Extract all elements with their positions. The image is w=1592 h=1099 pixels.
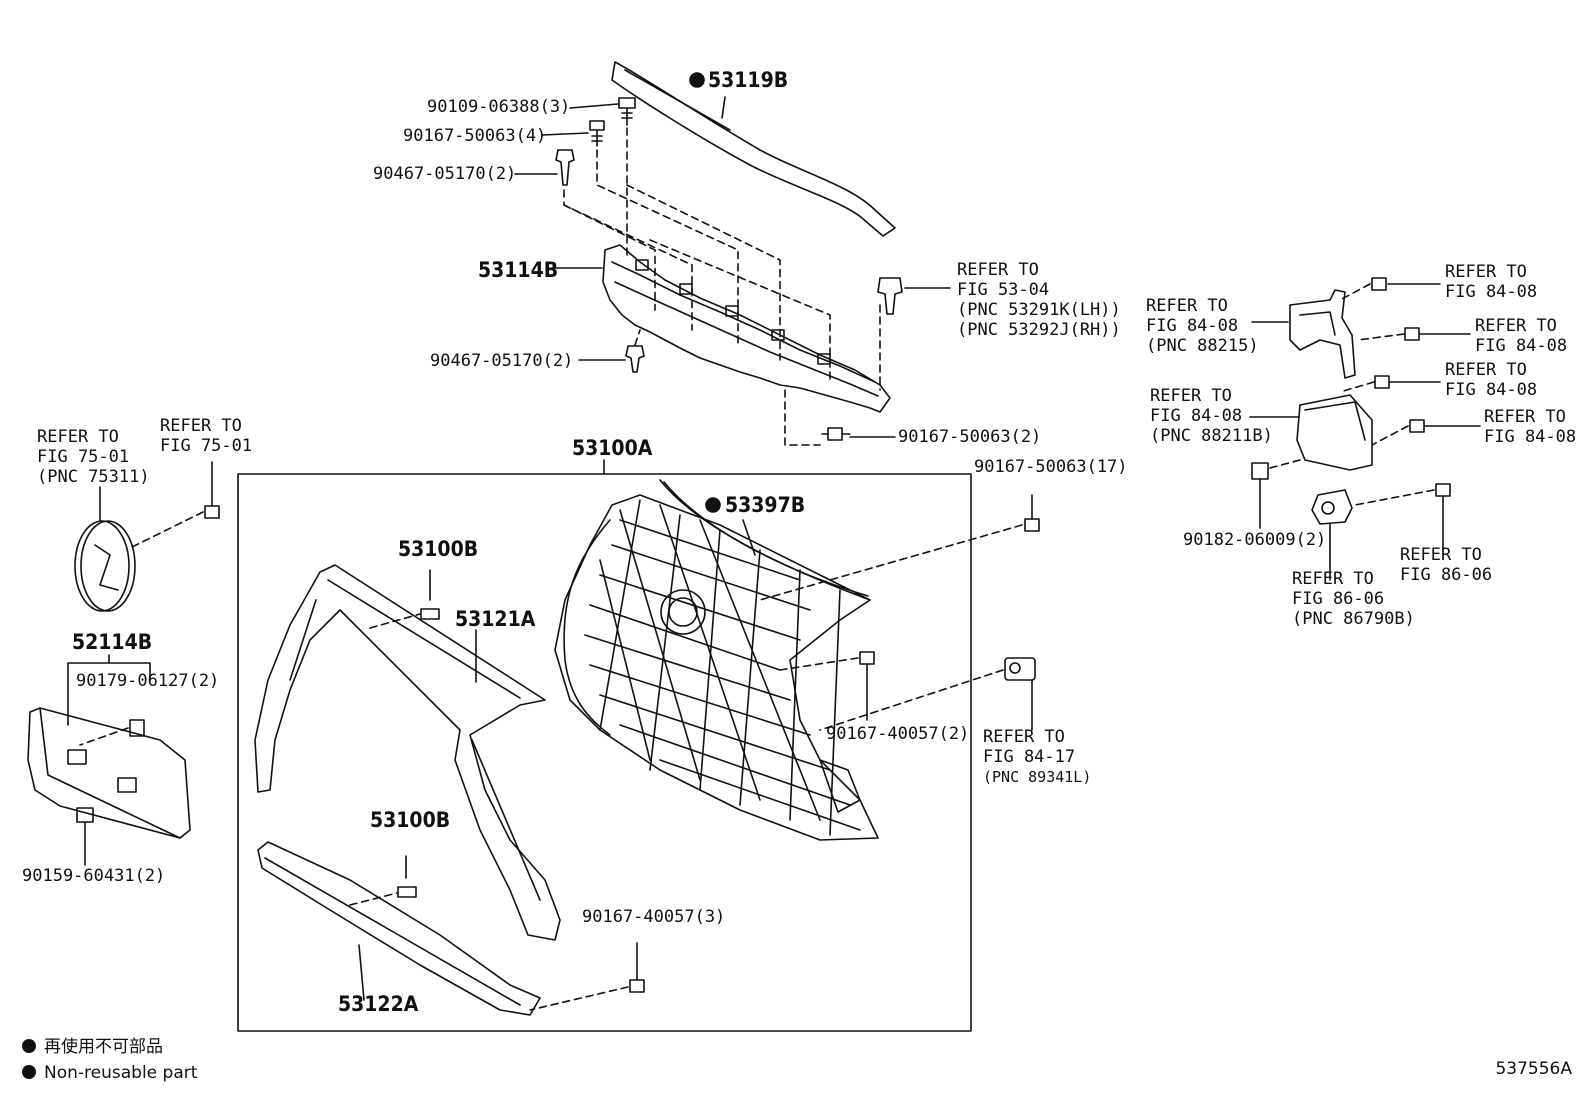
label-53100b-bottom: 53100B: [370, 808, 451, 832]
clip-90467-bottom: [625, 345, 645, 373]
ref-fig-84-08-a: REFER TO FIG 84-08: [1445, 262, 1538, 302]
label-52114b: 52114B: [72, 630, 153, 654]
ref-fig-84-08-sensor: REFER TO FIG 84-08 (PNC 88211B): [1150, 386, 1273, 446]
ref-fig-84-08-d: REFER TO FIG 84-08: [1484, 407, 1577, 447]
ref-fig-84-08-c: REFER TO FIG 84-08: [1445, 360, 1538, 400]
ref-fig-84-17: REFER TO FIG 84-17 (PNC 89341L): [983, 727, 1092, 786]
bolt-90109: [618, 97, 636, 126]
seal-strip-53119b: [611, 61, 896, 237]
label-90167-40057-3: 90167-40057(3): [582, 907, 726, 927]
ref-fig-84-08-bracket: REFER TO FIG 84-08 (PNC 88215): [1146, 296, 1259, 356]
legend-dot-icon: [22, 1065, 36, 1079]
ref-fig-86-06-camera: REFER TO FIG 86-06 (PNC 86790B): [1292, 569, 1415, 629]
clip-53100b-top: [420, 608, 440, 620]
sensor-84-17: [1004, 657, 1036, 731]
assembly-frame-53100a: [237, 473, 972, 1032]
camera-86790b: [1311, 489, 1353, 525]
label-90167-40057-2: 90167-40057(2): [826, 724, 970, 744]
bolt-90167-40057-2: [859, 651, 875, 721]
label-53114b: 53114B: [478, 258, 559, 282]
ref-fig-86-06-bolt: REFER TO FIG 86-06: [1400, 545, 1493, 585]
label-90179-06127: 90179-06127(2): [76, 671, 220, 691]
emblem: [74, 520, 136, 612]
label-53100a: 53100A: [572, 436, 653, 460]
radar-bracket: [1289, 289, 1356, 379]
bolt-camera: [1435, 483, 1451, 551]
nut-90182: [1251, 462, 1269, 480]
assembly-guides-top: [563, 127, 881, 446]
bolt-right-3: [1374, 375, 1390, 389]
drawing-code: 537556A: [1495, 1059, 1572, 1079]
bolt-right-1: [1371, 277, 1387, 291]
label-53100b-top: 53100B: [398, 537, 479, 561]
label-53397b: 53397B: [725, 493, 806, 517]
label-53122a: 53122A: [338, 992, 419, 1016]
bolt-emblem: [204, 461, 220, 519]
label-90167-50063-4: 90167-50063(4): [403, 126, 547, 146]
label-90182-06009: 90182-06009(2): [1183, 530, 1327, 550]
label-90467-05170-top: 90467-05170(2): [373, 164, 517, 184]
radar-sensor: [1296, 394, 1373, 471]
legend-dot-icon: [22, 1039, 36, 1053]
label-53121a: 53121A: [455, 607, 536, 631]
non-reusable-dot-53397b: [705, 497, 721, 513]
clip-90467-top: [555, 149, 575, 186]
bolt-90167-grille: [1024, 494, 1040, 532]
nut-90179: [129, 719, 145, 737]
label-90167-50063-2: 90167-50063(2): [898, 427, 1042, 447]
bracket-53114b: [602, 244, 891, 413]
clip-53100b-bottom: [397, 886, 417, 898]
clip-refer-53-04: [877, 277, 903, 315]
grille-mesh: [554, 494, 879, 841]
ref-fig-53-04: REFER TO FIG 53-04 (PNC 53291K(LH)) (PNC…: [957, 260, 1121, 340]
ref-fig-75-01-bolt: REFER TO FIG 75-01: [160, 416, 253, 456]
label-90109-06388: 90109-06388(3): [427, 97, 571, 117]
bolt-90167-top: [589, 120, 605, 147]
bolt-90167-40057-3: [629, 942, 645, 993]
label-53119b: 53119B: [708, 68, 789, 92]
frame-53121a: [254, 564, 561, 941]
bolt-90167-mid: [821, 427, 851, 441]
bolt-right-4: [1409, 419, 1425, 433]
strip-53122a: [257, 841, 541, 1016]
license-bracket-52114b: [27, 707, 191, 839]
label-90467-05170-bottom: 90467-05170(2): [430, 351, 574, 371]
non-reusable-dot-53119b: [689, 72, 705, 88]
ref-fig-84-08-b: REFER TO FIG 84-08: [1475, 316, 1568, 356]
bolt-90159: [76, 807, 94, 866]
legend-non-reusable-en: Non-reusable part: [22, 1062, 197, 1084]
label-90167-50063-17: 90167-50063(17): [974, 457, 1128, 477]
bolt-right-2: [1404, 327, 1420, 341]
ref-fig-75-01-emblem: REFER TO FIG 75-01 (PNC 75311): [37, 427, 150, 487]
legend-non-reusable-jp: 再使用不可部品: [22, 1036, 163, 1058]
label-90159-60431: 90159-60431(2): [22, 866, 166, 886]
